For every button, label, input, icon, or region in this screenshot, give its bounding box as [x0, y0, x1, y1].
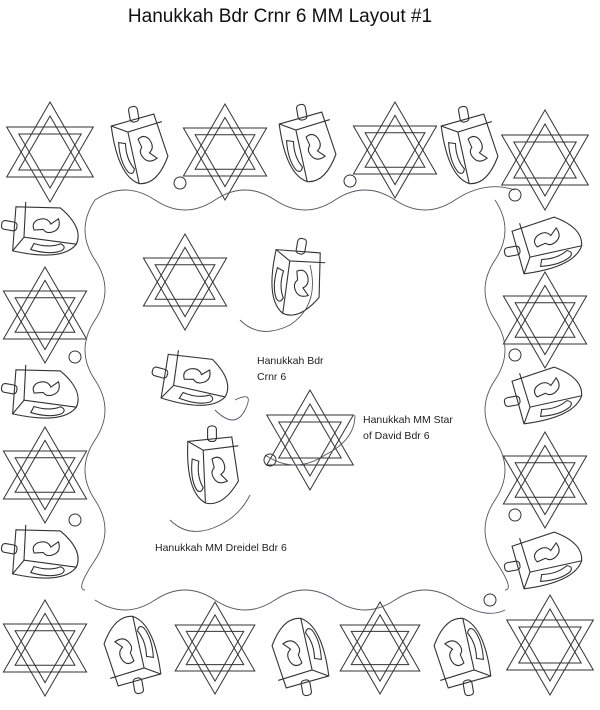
meander-line	[94, 186, 516, 211]
meander-line	[169, 494, 251, 532]
meander-line	[94, 589, 506, 614]
dreidel-motif	[0, 524, 79, 579]
star-of-david-motif	[352, 101, 438, 199]
star-of-david-motif	[174, 600, 256, 696]
dreidel-motif	[0, 364, 79, 419]
star-label-line2: of David Bdr 6	[363, 430, 430, 442]
star-of-david-motif	[2, 266, 88, 364]
star-of-david-motif	[505, 593, 595, 697]
loop-circle	[173, 176, 187, 190]
loop-circle	[508, 508, 522, 522]
dreidel-label: Hanukkah MM Dreidel Bdr 6	[155, 542, 287, 554]
dreidel-motif	[103, 615, 162, 695]
dreidel-motif	[271, 237, 326, 316]
dreidel-motif	[278, 103, 337, 183]
dreidel-motif	[503, 366, 583, 425]
loop-circle	[508, 188, 522, 202]
page-title: Hanukkah Bdr Crnr 6 MM Layout #1	[127, 6, 433, 27]
loop-circle	[508, 348, 522, 362]
loop-circle	[263, 453, 277, 467]
dreidel-motif	[151, 350, 229, 406]
meander-line	[484, 199, 509, 591]
star-of-david-motif	[265, 388, 355, 492]
star-of-david-motif	[502, 271, 588, 369]
corner-label-line1: Hanukkah Bdr	[257, 355, 324, 367]
star-of-david-motif	[5, 100, 95, 204]
star-of-david-motif	[500, 108, 590, 212]
loop-circle	[343, 174, 357, 188]
loop-circle	[68, 350, 82, 364]
dreidel-motif	[433, 617, 492, 697]
star-of-david-motif	[2, 426, 88, 524]
meander-line	[81, 199, 106, 591]
dreidel-motif	[271, 617, 330, 697]
meander-line	[214, 396, 249, 421]
corner-label-line2: Crnr 6	[257, 371, 287, 383]
loop-circle	[68, 513, 82, 527]
dreidel-motif	[187, 425, 239, 505]
dreidel-motif	[440, 105, 499, 185]
star-of-david-motif	[182, 103, 268, 201]
dreidel-motif	[503, 216, 583, 275]
dreidel-motif	[503, 531, 583, 590]
dreidel-motif	[0, 201, 79, 256]
star-label-line1: Hanukkah MM Star	[363, 414, 453, 426]
loop-circle	[483, 593, 497, 607]
corner-label: Hanukkah Bdr Crnr 6	[257, 353, 324, 385]
star-of-david-motif	[142, 233, 228, 331]
star-label: Hanukkah MM Star of David Bdr 6	[363, 412, 453, 444]
meander-line	[239, 264, 313, 332]
meander-line	[264, 414, 356, 466]
dreidel-motif	[110, 105, 169, 185]
star-of-david-motif	[339, 600, 421, 696]
star-of-david-motif	[502, 431, 588, 529]
star-of-david-motif	[2, 599, 88, 697]
